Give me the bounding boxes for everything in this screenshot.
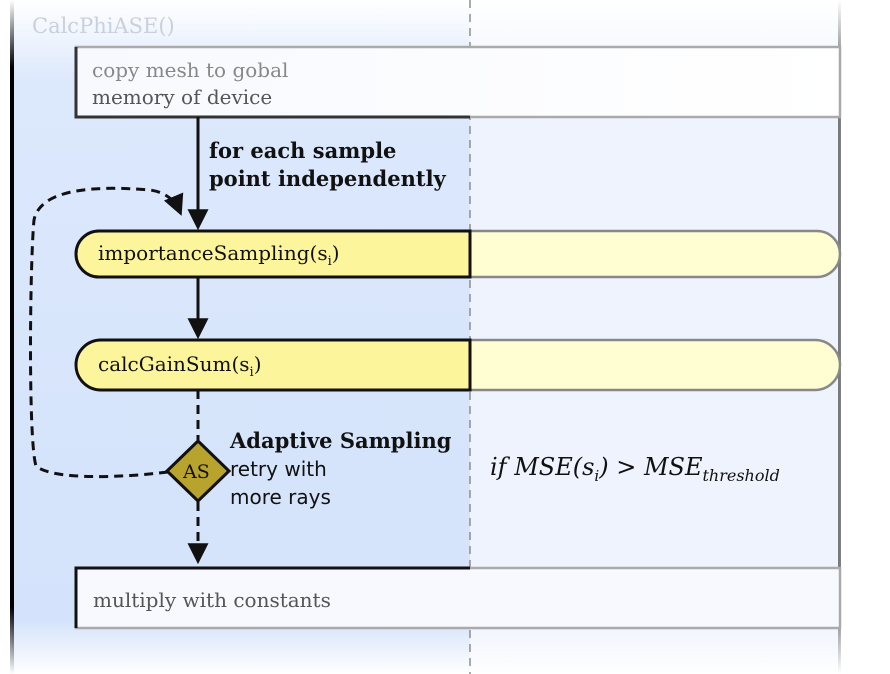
function-title: CalcPhiASE() (32, 14, 175, 38)
multiply-label: multiply with constants (93, 588, 331, 612)
calc-gain-sum-label: calcGainSum(si) (98, 352, 262, 380)
importance-sampling-box-left (74, 229, 472, 279)
calc-gain-sum-box-left (74, 338, 472, 392)
adaptive-sampling-diamond (164, 438, 232, 504)
copy-mesh-box (74, 45, 842, 119)
left-frame-line (10, 0, 14, 674)
mse-condition: if MSE(si) > MSEthreshold (490, 453, 780, 485)
copy-mesh-line1: copy mesh to gobal (92, 58, 289, 82)
loop-label-line1: for each sample (209, 138, 397, 163)
right-frame-line (838, 0, 841, 674)
copy-mesh-line2: memory of device (92, 85, 273, 109)
copy-mesh-box-border (74, 47, 470, 119)
loop-label-line2: point independently (209, 166, 446, 191)
as-badge: AS (183, 461, 210, 483)
adaptive-line2: more rays (230, 485, 331, 509)
importance-sampling-label: importanceSampling(si) (98, 241, 340, 269)
adaptive-sampling-title: Adaptive Sampling (230, 428, 452, 453)
multiply-box-border (74, 566, 470, 628)
adaptive-line1: retry with (230, 457, 327, 481)
